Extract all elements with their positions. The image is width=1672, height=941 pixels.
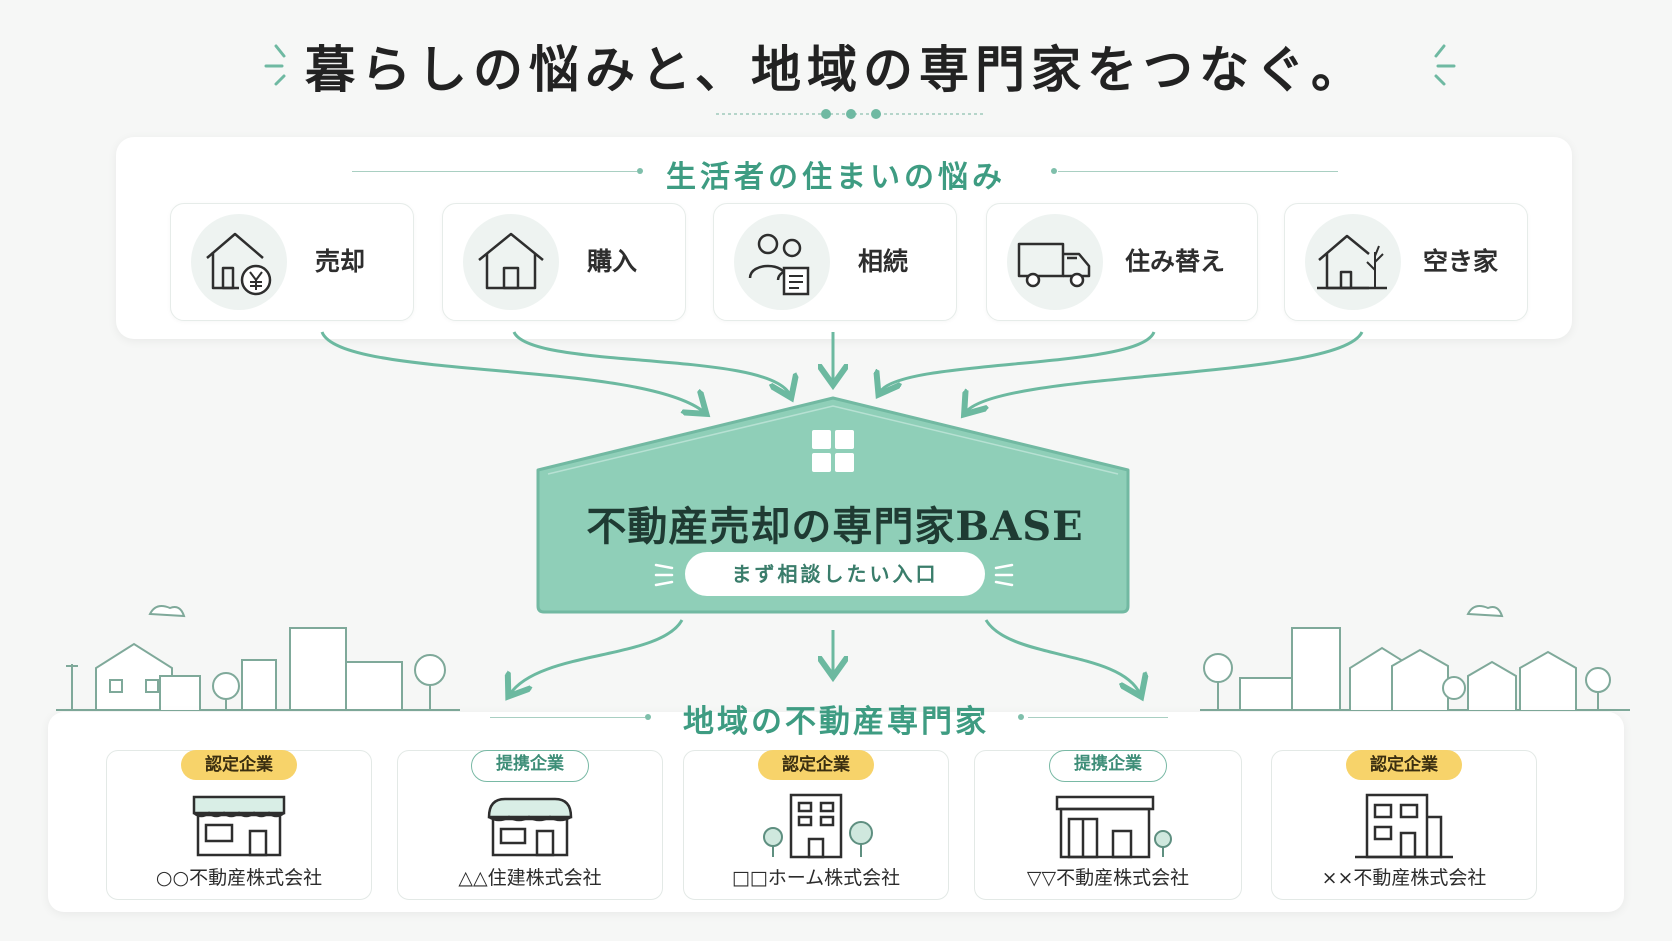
company-name: ▽▽不動産株式会社 (1026, 867, 1190, 889)
company-card[interactable]: 認定企業 ××不動産株式会社 (1271, 750, 1537, 900)
storefront-awning-icon (192, 795, 286, 857)
house-yen-icon (206, 232, 272, 296)
people-document-icon (748, 233, 810, 296)
sparkle-right-icon (1434, 44, 1456, 86)
town-right-illustration (1200, 605, 1630, 711)
sparkle-left-icon (264, 44, 286, 86)
company-card[interactable]: 認定企業 □□ホーム株式会社 (683, 750, 949, 900)
worry-label: 相続 (858, 247, 909, 276)
company-name: ○○不動産株式会社 (155, 867, 323, 889)
arrow-relocate (880, 331, 1156, 392)
arrow-vacant (966, 331, 1364, 412)
worries-heading-line-right (1058, 171, 1338, 172)
experts-heading: 地域の不動産専門家 (683, 704, 989, 740)
window-grid-icon (812, 430, 854, 472)
hub-title: 不動産売却の専門家BASE (586, 503, 1084, 550)
hub-subtitle-button[interactable]: まず相談したい入口 (685, 552, 985, 596)
worry-card-vacant[interactable]: 空き家 (1284, 203, 1528, 321)
truck-icon (1017, 242, 1091, 288)
empty-house-icon (1317, 234, 1387, 290)
company-card[interactable]: 提携企業 △△住建株式会社 (397, 750, 663, 900)
title-divider (716, 109, 986, 119)
store-shutter-icon (1055, 795, 1172, 859)
worry-card-relocate[interactable]: 住み替え (986, 203, 1258, 321)
office-building-icon (763, 793, 873, 859)
worries-heading: 生活者の住まいの悩み (666, 160, 1006, 195)
experts-heading-dot-right (1018, 714, 1024, 720)
house-icon (478, 232, 544, 290)
partner-badge: 提携企業 (1049, 750, 1167, 782)
experts-heading-line-left (490, 717, 645, 718)
worry-label: 売却 (315, 247, 366, 276)
worries-heading-dot-left (637, 168, 643, 174)
page-title: 暮らしの悩みと、地域の専門家をつなぐ。 (305, 40, 1367, 99)
certified-badge: 認定企業 (1346, 750, 1462, 780)
hub-house-shape (536, 396, 1130, 614)
experts-heading-line-right (1028, 717, 1168, 718)
arrow-sell (320, 331, 704, 412)
company-name: □□ホーム株式会社 (731, 867, 901, 889)
company-card[interactable]: 認定企業 ○○不動産株式会社 (106, 750, 372, 900)
worries-heading-dot-right (1051, 168, 1057, 174)
certified-badge: 認定企業 (181, 750, 297, 780)
worry-card-sell[interactable]: 売却 (170, 203, 414, 321)
worry-label: 住み替え (1125, 247, 1226, 276)
experts-heading-dot-left (645, 714, 651, 720)
arrow-buy (512, 331, 790, 395)
apartment-icon (1355, 793, 1453, 859)
worry-label: 購入 (587, 247, 638, 276)
arrow-to-company-left (510, 619, 684, 694)
certified-badge: 認定企業 (758, 750, 874, 780)
worry-label: 空き家 (1423, 247, 1499, 276)
partner-badge: 提携企業 (471, 750, 589, 782)
shop-icon (487, 797, 573, 857)
company-name: ××不動産株式会社 (1321, 867, 1487, 889)
town-left-illustration (56, 605, 460, 711)
worries-heading-line-left (352, 171, 637, 172)
worry-card-inherit[interactable]: 相続 (713, 203, 957, 321)
worry-card-buy[interactable]: 購入 (442, 203, 686, 321)
arrow-to-company-right (984, 619, 1140, 694)
company-card[interactable]: 提携企業 ▽▽不動産株式会社 (974, 750, 1242, 900)
company-name: △△住建株式会社 (458, 867, 602, 889)
